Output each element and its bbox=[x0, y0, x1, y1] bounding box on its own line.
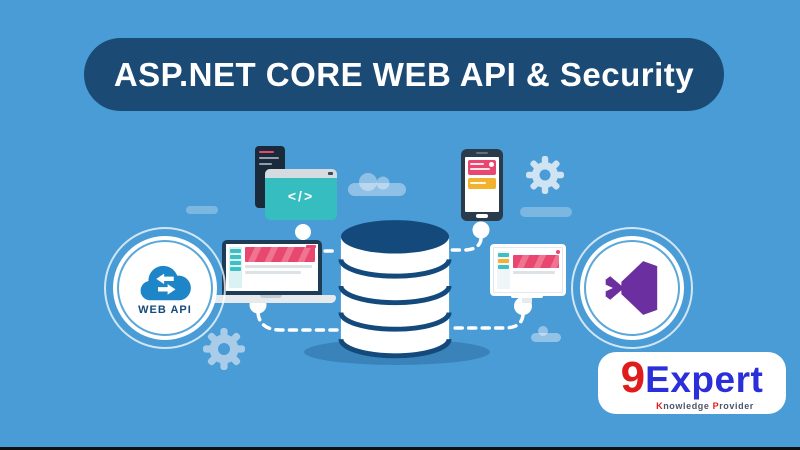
laptop-notch bbox=[260, 295, 282, 298]
sidebar-chip bbox=[498, 253, 509, 257]
window-control-icon bbox=[328, 172, 333, 175]
monitor-screen bbox=[493, 247, 563, 293]
gear-icon bbox=[203, 328, 245, 370]
node-inner-ring bbox=[117, 240, 213, 336]
text-line bbox=[245, 265, 312, 268]
cloud-bar-icon bbox=[186, 206, 218, 214]
text-line bbox=[245, 271, 301, 274]
phone-speaker bbox=[476, 152, 488, 154]
code-symbol: </> bbox=[287, 188, 315, 204]
tagline-initial: P bbox=[712, 400, 720, 411]
card-line bbox=[470, 168, 490, 170]
database-icon bbox=[338, 220, 452, 359]
visual-studio-node bbox=[571, 227, 693, 349]
card-line bbox=[470, 182, 486, 184]
phone-screen-line bbox=[259, 151, 275, 153]
hero-banner bbox=[513, 255, 559, 268]
sidebar-chip bbox=[498, 259, 509, 263]
gear-icon bbox=[526, 156, 564, 194]
brand-nine: 9 bbox=[620, 352, 646, 402]
connector-line bbox=[450, 237, 483, 252]
tagline-text: rovider bbox=[719, 400, 754, 411]
node-inner-ring bbox=[584, 240, 680, 336]
phone-screen-line bbox=[259, 157, 279, 159]
app-card bbox=[468, 178, 496, 189]
monitor-stand bbox=[522, 296, 532, 303]
card-line bbox=[470, 163, 484, 165]
phone-screen-line bbox=[259, 163, 273, 165]
sidebar-chip bbox=[230, 267, 241, 271]
tagline-text: nowledge bbox=[663, 400, 713, 411]
title-banner: ASP.NET CORE WEB API & Security bbox=[84, 38, 724, 111]
cloud-bar-icon bbox=[520, 207, 572, 217]
sidebar-panel bbox=[229, 247, 242, 288]
monitor-icon bbox=[490, 244, 566, 296]
node-outer-ring bbox=[571, 227, 693, 349]
laptop-base bbox=[206, 295, 336, 303]
connector-line bbox=[450, 313, 525, 330]
tagline-initial: K bbox=[656, 400, 664, 411]
sidebar-chip bbox=[230, 255, 241, 259]
web-api-node: WEB API bbox=[104, 227, 226, 349]
monitor-base bbox=[511, 293, 543, 298]
sidebar-panel bbox=[497, 251, 510, 289]
screen-accent bbox=[306, 245, 316, 248]
node-outer-ring bbox=[104, 227, 226, 349]
brand-tagline: Knowledge Provider bbox=[656, 401, 754, 411]
sidebar-chip bbox=[498, 265, 509, 269]
page-title: ASP.NET CORE WEB API & Security bbox=[113, 55, 695, 93]
app-card bbox=[468, 160, 496, 175]
home-button-icon bbox=[476, 214, 488, 218]
bottom-border bbox=[0, 447, 800, 450]
connector-dot bbox=[295, 224, 311, 240]
card-dot bbox=[489, 162, 494, 167]
hero-banner bbox=[245, 247, 315, 262]
code-window-titlebar bbox=[265, 169, 337, 178]
laptop-screen bbox=[226, 244, 318, 291]
laptop-icon bbox=[222, 240, 322, 295]
cloud-icon bbox=[348, 173, 406, 196]
connector-line bbox=[256, 311, 340, 332]
content-panel bbox=[245, 247, 315, 288]
phone-screen bbox=[465, 157, 499, 212]
connector-dot bbox=[472, 221, 490, 239]
brand-expert: Expert bbox=[645, 358, 764, 400]
cloud-icon bbox=[531, 326, 561, 342]
text-line bbox=[513, 271, 556, 274]
code-window-icon: </> bbox=[265, 169, 337, 220]
content-panel bbox=[513, 251, 559, 289]
screen-accent bbox=[556, 250, 560, 254]
smartphone-icon bbox=[461, 149, 503, 221]
sidebar-chip bbox=[230, 249, 241, 253]
sidebar-chip bbox=[230, 261, 241, 265]
